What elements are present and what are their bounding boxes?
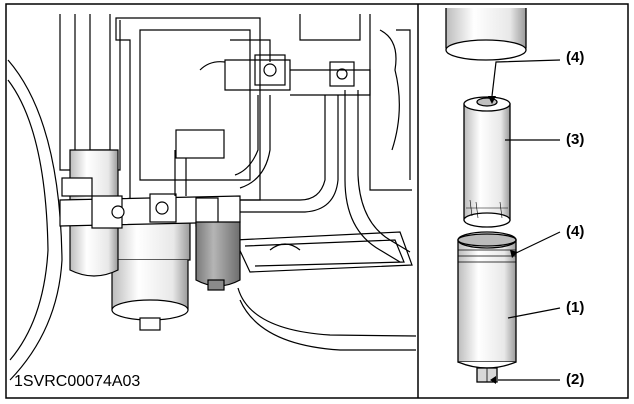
figure-frame <box>5 3 629 399</box>
filter-cartridge <box>463 96 511 228</box>
figure-id-label: 1SVRC00074A03 <box>14 373 141 390</box>
engine-view <box>7 14 417 381</box>
o-ring-lower <box>457 233 517 247</box>
filter-housing <box>457 231 517 369</box>
callout-part-1: (1) <box>566 299 585 316</box>
drain-plug <box>476 367 498 383</box>
leader-lines <box>488 59 561 384</box>
callout-part-4-lower: (4) <box>566 223 585 240</box>
filter-exploded-view <box>445 8 561 384</box>
leader-4-top <box>491 59 561 97</box>
callout-part-2: (2) <box>566 371 585 388</box>
leader-4-lower <box>513 231 561 255</box>
callout-part-3: (3) <box>566 131 585 148</box>
callout-part-4-top: (4) <box>566 49 585 66</box>
leader-1 <box>507 307 561 319</box>
